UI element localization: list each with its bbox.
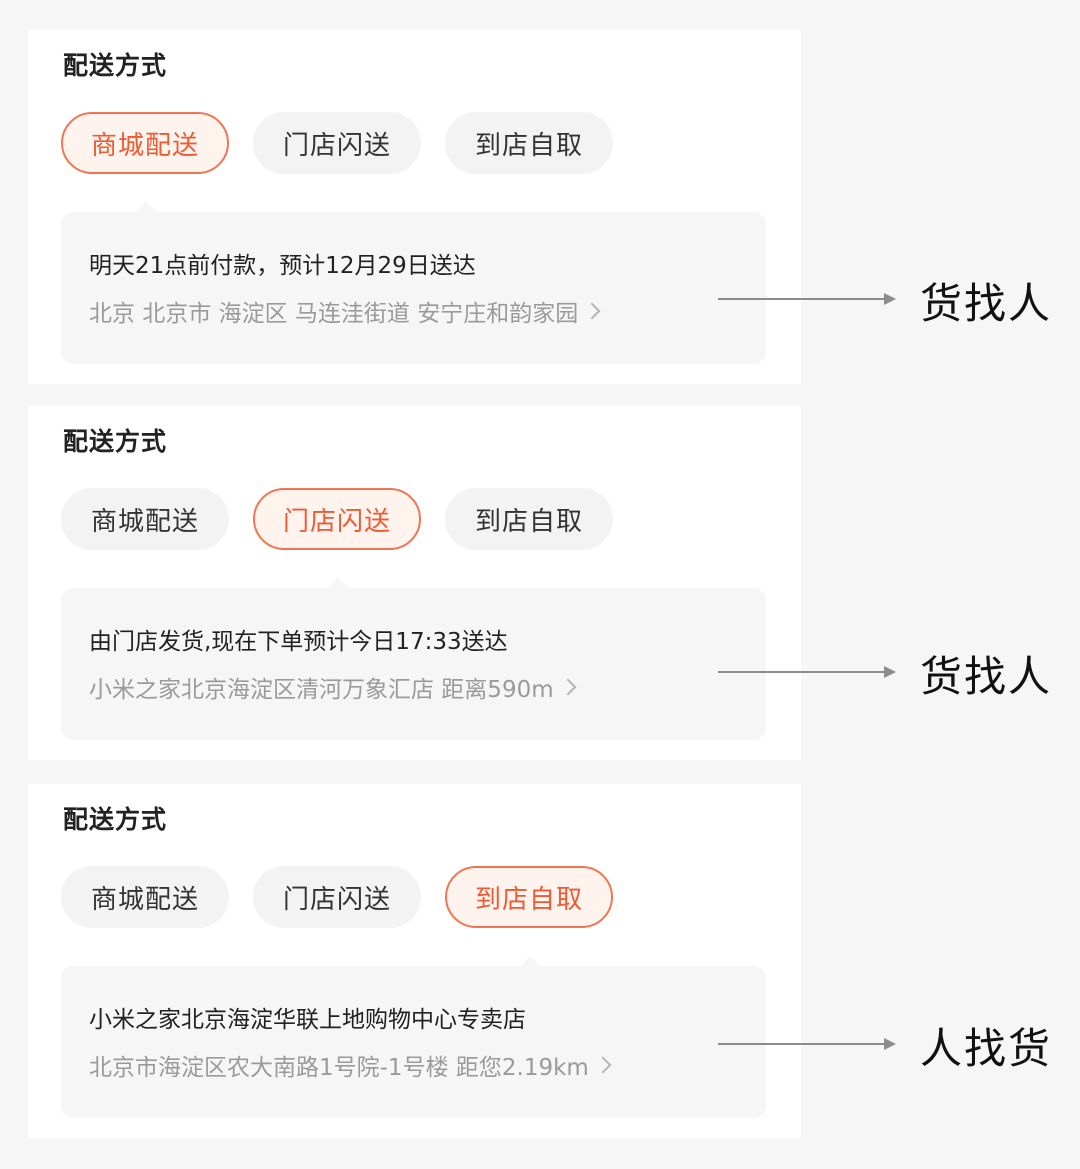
option-mall-delivery[interactable]: 商城配送 [61, 112, 229, 174]
chevron-right-icon [583, 302, 601, 320]
annotation-label: 人找货 [920, 1024, 1053, 1073]
delivery-info-box[interactable]: 明天21点前付款，预计12月29日送达 北京 北京市 海淀区 马连洼街道 安宁庄… [61, 202, 766, 364]
chevron-right-icon [559, 678, 577, 696]
option-mall-delivery[interactable]: 商城配送 [61, 866, 229, 928]
panel-title: 配送方式 [63, 805, 168, 834]
option-store-flash[interactable]: 门店闪送 [253, 866, 421, 928]
delivery-panel-pickup: 配送方式 商城配送 门店闪送 到店自取 小米之家北京海淀华联上地购物中心专卖店 … [28, 784, 801, 1138]
store-distance-text: 小米之家北京海淀区清河万象汇店 距离590m [89, 677, 554, 703]
delivery-panel-store-flash: 配送方式 商城配送 门店闪送 到店自取 由门店发货,现在下单预计今日17:33送… [28, 406, 801, 760]
delivery-panel-mall: 配送方式 商城配送 门店闪送 到店自取 明天21点前付款，预计12月29日送达 … [28, 30, 801, 384]
delivery-time-text: 明天21点前付款，预计12月29日送达 [89, 253, 476, 279]
delivery-address-row[interactable]: 北京 北京市 海淀区 马连洼街道 安宁庄和韵家园 [89, 294, 601, 328]
store-address-text: 北京市海淀区农大南路1号院-1号楼 距您2.19km [89, 1055, 589, 1081]
pickup-info-box[interactable]: 小米之家北京海淀华联上地购物中心专卖店 北京市海淀区农大南路1号院-1号楼 距您… [61, 956, 766, 1118]
delivery-address-text: 北京 北京市 海淀区 马连洼街道 安宁庄和韵家园 [89, 301, 579, 327]
store-distance-row[interactable]: 小米之家北京海淀区清河万象汇店 距离590m [89, 670, 577, 704]
store-address-row[interactable]: 北京市海淀区农大南路1号院-1号楼 距您2.19km [89, 1048, 612, 1082]
delivery-info-box[interactable]: 由门店发货,现在下单预计今日17:33送达 小米之家北京海淀区清河万象汇店 距离… [61, 578, 766, 740]
option-store-pickup[interactable]: 到店自取 [445, 488, 613, 550]
info-pointer [135, 202, 157, 213]
option-store-flash[interactable]: 门店闪送 [253, 112, 421, 174]
chevron-right-icon [594, 1056, 612, 1074]
store-name-text: 小米之家北京海淀华联上地购物中心专卖店 [89, 1007, 526, 1033]
arrow-right-icon [718, 671, 886, 673]
arrow-right-icon [718, 1043, 886, 1045]
panel-title: 配送方式 [63, 51, 168, 80]
annotation-label: 货找人 [920, 652, 1053, 701]
option-store-pickup[interactable]: 到店自取 [445, 866, 613, 928]
info-pointer [519, 956, 541, 967]
delivery-time-text: 由门店发货,现在下单预计今日17:33送达 [89, 629, 508, 655]
arrow-head [884, 1038, 896, 1050]
annotation-label: 货找人 [920, 279, 1053, 328]
info-pointer [327, 578, 349, 589]
arrow-head [884, 293, 896, 305]
option-mall-delivery[interactable]: 商城配送 [61, 488, 229, 550]
arrow-right-icon [718, 298, 886, 300]
option-store-flash[interactable]: 门店闪送 [253, 488, 421, 550]
panel-title: 配送方式 [63, 427, 168, 456]
arrow-head [884, 666, 896, 678]
option-store-pickup[interactable]: 到店自取 [445, 112, 613, 174]
